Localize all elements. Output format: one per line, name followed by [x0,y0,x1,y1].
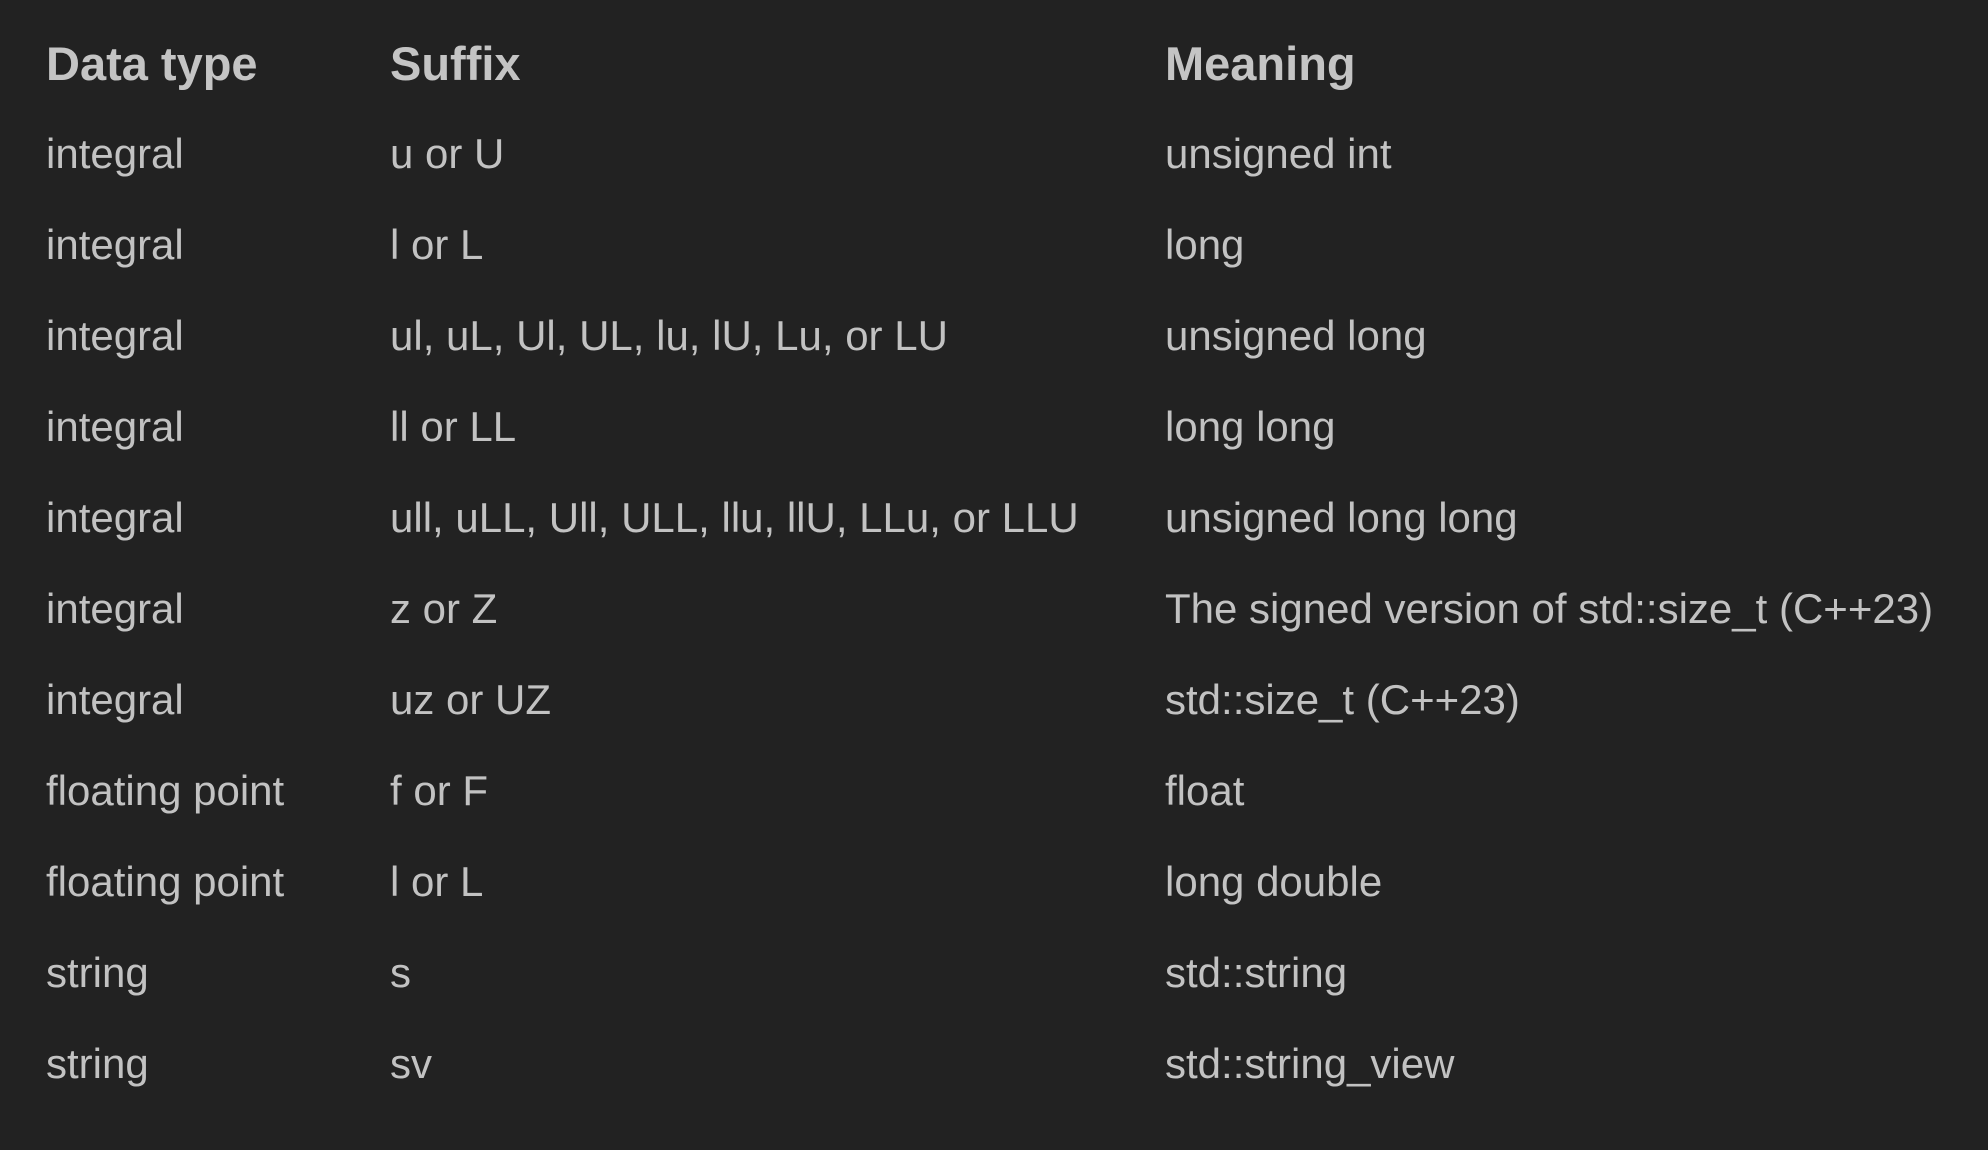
table-row: integral ull, uLL, Ull, ULL, llu, llU, L… [26,472,1956,563]
table-row: integral l or L long [26,199,1956,290]
cell-meaning: long double [1165,857,1383,905]
cell-suffix: uz or UZ [390,675,552,723]
cell-meaning: unsigned int [1165,129,1392,177]
cell-suffix: ull, uLL, Ull, ULL, llu, llU, LLu, or LL… [390,493,1079,541]
cell-meaning: std::size_t (C++23) [1165,675,1520,723]
table-body: integral u or U unsigned int integral l … [26,108,1956,1109]
header-row: Data type Suffix Meaning [26,18,1956,108]
cell-data-type: integral [46,402,184,450]
table-row: integral uz or UZ std::size_t (C++23) [26,654,1956,745]
table-row: floating point f or F float [26,745,1956,836]
cell-suffix: f or F [390,766,489,814]
table-row: integral z or Z The signed version of st… [26,563,1956,654]
cell-data-type: integral [46,493,184,541]
cell-meaning: unsigned long [1165,311,1427,359]
cell-suffix: z or Z [390,584,498,632]
table-row: integral u or U unsigned int [26,108,1956,199]
cell-data-type: string [46,948,149,996]
cell-suffix: ll or LL [390,402,517,450]
table-row: integral ul, uL, Ul, UL, lu, lU, Lu, or … [26,290,1956,381]
cell-meaning: long long [1165,402,1336,450]
cell-data-type: integral [46,220,184,268]
header-suffix: Suffix [390,36,521,90]
cell-data-type: integral [46,311,184,359]
cell-suffix: s [390,948,411,996]
table-row: floating point l or L long double [26,836,1956,927]
header-data-type: Data type [46,36,258,90]
cell-meaning: std::string_view [1165,1039,1455,1087]
cell-data-type: integral [46,129,184,177]
cell-meaning: The signed version of std::size_t (C++23… [1165,584,1934,632]
cell-data-type: floating point [46,766,285,814]
cell-suffix: ul, uL, Ul, UL, lu, lU, Lu, or LU [390,311,948,359]
cell-suffix: u or U [390,129,505,177]
table-row: string s std::string [26,927,1956,1018]
cell-meaning: float [1165,766,1245,814]
cell-data-type: integral [46,584,184,632]
table-header: Data type Suffix Meaning [26,18,1956,108]
cell-suffix: sv [390,1039,432,1087]
cell-meaning: std::string [1165,948,1348,996]
table-row: string sv std::string_view [26,1018,1956,1109]
cell-data-type: string [46,1039,149,1087]
cell-meaning: unsigned long long [1165,493,1518,541]
cell-data-type: integral [46,675,184,723]
literal-suffix-table: Data type Suffix Meaning integral u or U… [26,18,1956,1109]
cell-data-type: floating point [46,857,285,905]
table-row: integral ll or LL long long [26,381,1956,472]
cell-meaning: long [1165,220,1245,268]
cell-suffix: l or L [390,857,484,905]
header-meaning: Meaning [1165,36,1356,90]
cell-suffix: l or L [390,220,484,268]
